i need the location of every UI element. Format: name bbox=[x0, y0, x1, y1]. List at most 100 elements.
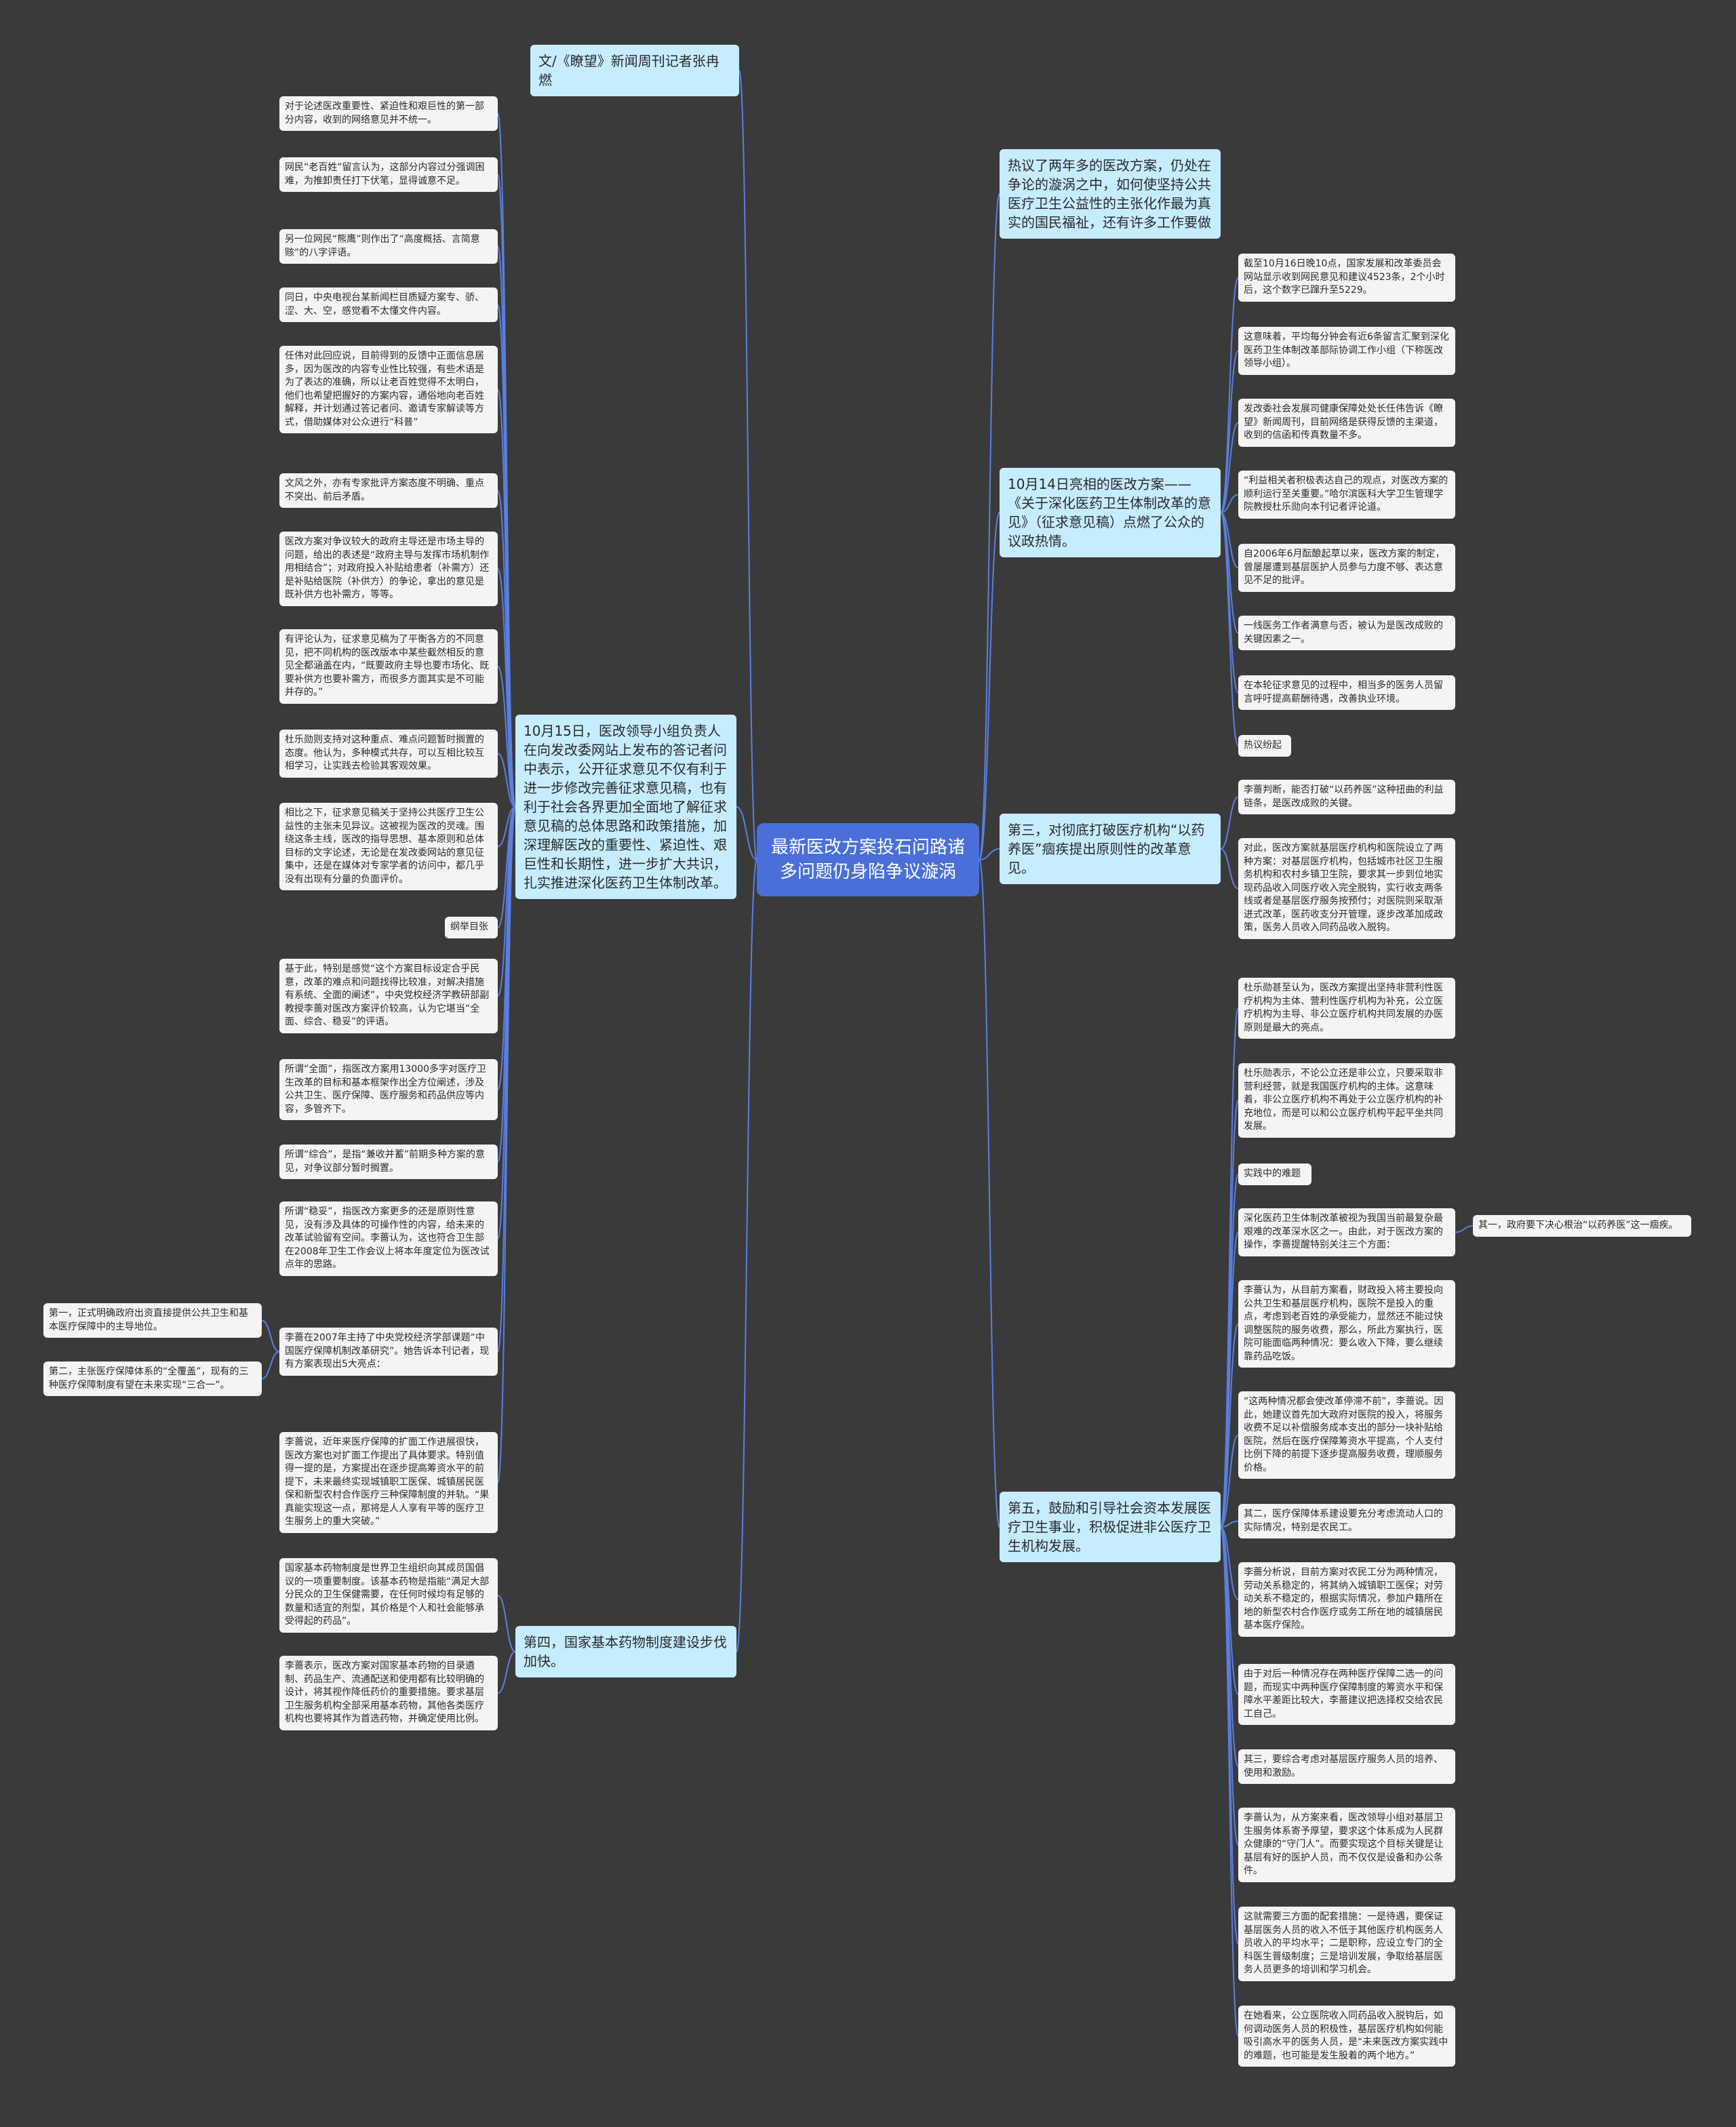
connector-line bbox=[1220, 422, 1239, 513]
connector-line bbox=[1220, 1434, 1239, 1528]
connector-line bbox=[979, 859, 1000, 1528]
connector-line bbox=[979, 512, 1000, 860]
leaf-node[interactable]: 杜乐勋甚至认为，医改方案提出坚持非营利性医疗机构为主体、营利性医疗机构为补充，公… bbox=[1238, 978, 1455, 1039]
leaf-node[interactable]: 这就需要三方面的配套措施：一是待遇，要保证基层医务人员的收入不低于其他医疗机构医… bbox=[1238, 1907, 1455, 1981]
leaf-node[interactable]: 国家基本药物制度是世界卫生组织向其成员国倡议的一项重要制度。该基本药物是指能“满… bbox=[279, 1558, 498, 1633]
leaf-text: 其三，要综合考虑对基层医疗服务人员的培养、使用和激励。 bbox=[1244, 1754, 1443, 1778]
leaf-text: 有评论认为，征求意见稿为了平衡各方的不同意见，把不同机构的医改版本中某些截然相反… bbox=[285, 634, 490, 698]
connector-line bbox=[1220, 1526, 1239, 2037]
leaf-text: 这意味着，平均每分钟会有近6条留言汇聚到深化医药卫生体制改革部际协调工作小组（下… bbox=[1244, 332, 1449, 369]
connector-line bbox=[1220, 848, 1239, 890]
leaf-text: 对此，医改方案就基层医疗机构和医院设立了两种方案：对基层医疗机构，包括城市社区卫… bbox=[1244, 843, 1443, 933]
branch-heated-debate[interactable]: 热议了两年多的医改方案，仍处在争论的漩涡之中，如何使坚持公共医疗卫生公益性的主张… bbox=[1000, 149, 1221, 239]
leaf-node[interactable]: 任伟对此回应说，目前得到的反馈中正面信息居多，因为医改的内容专业性比较强，有些术… bbox=[279, 346, 498, 433]
branch-fourth-essential-drugs[interactable]: 第四，国家基本药物制度建设步伐加快。 bbox=[515, 1626, 736, 1677]
leaf-node[interactable]: 这意味着，平均每分钟会有近6条留言汇聚到深化医药卫生体制改革部际协调工作小组（下… bbox=[1238, 327, 1455, 375]
leaf-node[interactable]: 其一，政府要下决心根治“以药养医”这一痼疾。 bbox=[1473, 1215, 1691, 1237]
branch-oct15[interactable]: 10月15日，医改领导小组负责人在向发改委网站上发布的答记者问中表示，公开征求意… bbox=[515, 715, 736, 899]
leaf-node[interactable]: 所谓“综合”，是指“兼收并蓄”前期多种方案的意见，对争议部分暂时搁置。 bbox=[279, 1145, 498, 1179]
leaf-node[interactable]: 医改方案对争议较大的政府主导还是市场主导的问题，给出的表述是“政府主导与发挥市场… bbox=[279, 532, 498, 606]
leaf-text: 热议纷起 bbox=[1244, 740, 1282, 751]
leaf-text: 另一位网民“熊鹰”则作出了“高度概括、言简意赅”的八字评语。 bbox=[285, 234, 480, 258]
leaf-text: 任伟对此回应说，目前得到的反馈中正面信息居多，因为医改的内容专业性比较强，有些术… bbox=[285, 351, 484, 428]
leaf-node[interactable]: 自2006年6月酝酿起草以来，医改方案的制定，曾屡屡遭到基层医护人员参与力度不够… bbox=[1238, 544, 1455, 592]
leaf-node[interactable]: 文风之外，亦有专家批评方案态度不明确、重点不突出、前后矛盾。 bbox=[279, 473, 498, 508]
leaf-text: 在本轮征求意见的过程中，相当多的医务人员留言呼吁提高薪酬待遇，改善执业环境。 bbox=[1244, 680, 1443, 704]
leaf-node[interactable]: 同日，中央电视台某新闻栏目质疑方案专、骄、涩、大、空，感觉看不太懂文件内容。 bbox=[279, 287, 498, 322]
leaf-node[interactable]: 网民“老百姓”留言认为，这部分内容过分强调困难，为推卸责任打下伏笔，显得诚意不足… bbox=[279, 157, 498, 192]
leaf-text: 所谓“稳妥”，指医改方案更多的还是原则性意见，没有涉及具体的可操作性的内容，给未… bbox=[285, 1206, 490, 1270]
leaf-node[interactable]: 李蔷判断，能否打破“以药养医”这种扭曲的利益链条，是医改成败的关键。 bbox=[1238, 780, 1455, 814]
leaf-node[interactable]: 第二，主张医疗保障体系的“全覆盖”，现有的三种医疗保障制度有望在未来实现“三合一… bbox=[43, 1361, 262, 1396]
leaf-node[interactable]: 李蔷认为，从目前方案看，财政投入将主要投向公共卫生和基层医疗机构，医院不是投入的… bbox=[1238, 1280, 1455, 1368]
leaf-node[interactable]: 实践中的难题 bbox=[1238, 1164, 1311, 1185]
leaf-text: 纲举目张 bbox=[450, 921, 488, 932]
leaf-node[interactable]: 基于此，特别是感觉“这个方案目标设定合乎民意，改革的难点和问题找得比较准，对解决… bbox=[279, 959, 498, 1033]
connector-line bbox=[497, 1595, 516, 1652]
leaf-text: 相比之下，征求意见稿关于坚持公共医疗卫生公益性的主张未见异议。这被视为医改的灵魂… bbox=[285, 808, 484, 885]
leaf-node[interactable]: 由于对后一种情况存在两种医疗保障二选一的问题，而现实中两种医疗保障制度的筹资水平… bbox=[1238, 1664, 1455, 1725]
connector-line bbox=[736, 806, 757, 860]
leaf-text: 截至10月16日晚10点，国家发展和改革委员会网站显示收到网民意见和建议4523… bbox=[1244, 258, 1445, 296]
leaf-node[interactable]: 第一，正式明确政府出资直接提供公共卫生和基本医疗保障中的主导地位。 bbox=[43, 1303, 262, 1338]
leaf-node[interactable]: 相比之下，征求意见稿关于坚持公共医疗卫生公益性的主张未见异议。这被视为医改的灵魂… bbox=[279, 803, 498, 890]
branch-fifth-social-capital[interactable]: 第五，鼓励和引导社会资本发展医疗卫生事业，积极促进非公医疗卫生机构发展。 bbox=[1000, 1492, 1221, 1562]
leaf-node[interactable]: 在她看来，公立医院收入同药品收入脱钩后，如何调动医务人员的积极性，基层医疗机构如… bbox=[1238, 2006, 1455, 2067]
leaf-node[interactable]: 一线医务工作者满意与否，被认为是医改成败的关键因素之一。 bbox=[1238, 616, 1455, 650]
branch-oct14[interactable]: 10月14日亮相的医改方案——《关于深化医药卫生体制改革的意见》（征求意见稿）点… bbox=[1000, 468, 1221, 557]
leaf-node[interactable]: 有评论认为，征求意见稿为了平衡各方的不同意见，把不同机构的医改版本中某些截然相反… bbox=[279, 629, 498, 704]
leaf-node[interactable]: “这两种情况都会使改革停滞不前”，李蔷说。因此，她建议首先加大政府对医院的投入，… bbox=[1238, 1391, 1455, 1479]
connector-line bbox=[1220, 1100, 1239, 1528]
connector-line bbox=[261, 1351, 280, 1380]
byline-node[interactable]: 文/《瞭望》新闻周刊记者张冉燃 bbox=[530, 45, 739, 96]
leaf-text: “利益相关者积极表达自己的观点，对医改方案的顺利运行至关重要。”哈尔滨医科大学卫… bbox=[1244, 475, 1448, 513]
leaf-node[interactable]: 李蔷说，近年来医疗保障的扩面工作进展很快，医改方案也对扩面工作提出了具体要求。特… bbox=[279, 1432, 498, 1533]
connector-line bbox=[1220, 1520, 1239, 1528]
leaf-text: 第二，主张医疗保障体系的“全覆盖”，现有的三种医疗保障制度有望在未来实现“三合一… bbox=[49, 1366, 249, 1391]
connector-line bbox=[497, 806, 516, 1484]
leaf-text: 基于此，特别是感觉“这个方案目标设定合乎民意，改革的难点和问题找得比较准，对解决… bbox=[285, 963, 490, 1027]
connector-line bbox=[736, 859, 757, 1652]
leaf-node[interactable]: 对此，医改方案就基层医疗机构和医院设立了两种方案：对基层医疗机构，包括城市社区卫… bbox=[1238, 838, 1455, 939]
leaf-text: 发改委社会发展司健康保障处处长任伟告诉《瞭望》新闻周刊，目前网络是获得反馈的主渠… bbox=[1244, 403, 1443, 441]
connector-line bbox=[497, 666, 516, 808]
leaf-text: 所谓“全面”，指医改方案用13000多字对医疗卫生改革的目标和基本框架作出全方位… bbox=[285, 1064, 487, 1115]
leaf-text: 杜乐勋表示，不论公立还是非公立，只要采取非营利经营，就是我国医疗机构的主体。这意… bbox=[1244, 1068, 1443, 1132]
leaf-text: 同日，中央电视台某新闻栏目质疑方案专、骄、涩、大、空，感觉看不太懂文件内容。 bbox=[285, 292, 484, 317]
leaf-node[interactable]: 李蔷认为，从方案来看，医改领导小组对基层卫生服务体系寄予厚望，要求这个体系成为人… bbox=[1238, 1808, 1455, 1882]
leaf-text: 一线医务工作者满意与否，被认为是医改成败的关键因素之一。 bbox=[1244, 620, 1443, 645]
leaf-node[interactable]: 杜乐勋则支持对这种重点、难点问题暂时搁置的态度。他认为，多种模式共存，可以互相比… bbox=[279, 730, 498, 778]
leaf-node[interactable]: 其二，医疗保障体系建设要充分考虑流动人口的实际情况，特别是农民工。 bbox=[1238, 1504, 1455, 1538]
leaf-text: 李蔷说，近年来医疗保障的扩面工作进展很快，医改方案也对扩面工作提出了具体要求。特… bbox=[285, 1437, 490, 1527]
leaf-node[interactable]: 杜乐勋表示，不论公立还是非公立，只要采取非营利经营，就是我国医疗机构的主体。这意… bbox=[1238, 1063, 1455, 1138]
root-topic[interactable]: 最新医改方案投石问路诸多问题仍身陷争议漩涡 bbox=[757, 823, 979, 896]
leaf-text: 在她看来，公立医院收入同药品收入脱钩后，如何调动医务人员的积极性，基层医疗机构如… bbox=[1244, 2010, 1448, 2061]
leaf-text: 网民“老百姓”留言认为，这部分内容过分强调困难，为推卸责任打下伏笔，显得诚意不足… bbox=[285, 162, 485, 186]
leaf-node[interactable]: 李蔷分析说，目前方案对农民工分为两种情况，劳动关系稳定的，将其纳入城镇职工医保；… bbox=[1238, 1562, 1455, 1637]
connector-line bbox=[1220, 796, 1239, 850]
leaf-node[interactable]: 纲举目张 bbox=[445, 917, 498, 938]
leaf-node[interactable]: 另一位网民“熊鹰”则作出了“高度概括、言简意赅”的八字评语。 bbox=[279, 229, 498, 264]
leaf-node[interactable]: 李蔷表示，医改方案对国家基本药物的目录遴制、药品生产、流通配送和使用都有比较明确… bbox=[279, 1656, 498, 1730]
leaf-node[interactable]: 其三，要综合考虑对基层医疗服务人员的培养、使用和激励。 bbox=[1238, 1749, 1455, 1784]
leaf-text: 其一，政府要下决心根治“以药养医”这一痼疾。 bbox=[1478, 1220, 1678, 1231]
connector-line bbox=[738, 70, 757, 860]
leaf-node[interactable]: 对于论述医改重要性、紧迫性和艰巨性的第一部分内容，收到的网络意见并不统一。 bbox=[279, 96, 498, 131]
leaf-node[interactable]: 在本轮征求意见的过程中，相当多的医务人员留言呼吁提高薪酬待遇，改善执业环境。 bbox=[1238, 675, 1455, 710]
connector-line bbox=[1220, 512, 1239, 569]
leaf-text: 实践中的难题 bbox=[1244, 1168, 1301, 1179]
leaf-text: 所谓“综合”，是指“兼收并蓄”前期多种方案的意见，对争议部分暂时搁置。 bbox=[285, 1149, 486, 1174]
leaf-node[interactable]: 截至10月16日晚10点，国家发展和改革委员会网站显示收到网民意见和建议4523… bbox=[1238, 254, 1455, 302]
leaf-node[interactable]: 所谓“全面”，指医改方案用13000多字对医疗卫生改革的目标和基本框架作出全方位… bbox=[279, 1059, 498, 1120]
connector-line bbox=[1455, 1225, 1474, 1233]
leaf-node[interactable]: 李蔷在2007年主持了中央党校经济学部课题“中国医疗保障机制改革研究”。她告诉本… bbox=[279, 1328, 498, 1376]
branch-third-break-drug-dependency[interactable]: 第三，对彻底打破医疗机构“以药养医”痼疾提出原则性的改革意见。 bbox=[1000, 814, 1221, 884]
leaf-node[interactable]: “利益相关者积极表达自己的观点，对医改方案的顺利运行至关重要。”哈尔滨医科大学卫… bbox=[1238, 471, 1455, 519]
leaf-text: 对于论述医改重要性、紧迫性和艰巨性的第一部分内容，收到的网络意见并不统一。 bbox=[285, 101, 484, 125]
connector-line bbox=[1220, 494, 1239, 513]
leaf-text: 第一，正式明确政府出资直接提供公共卫生和基本医疗保障中的主导地位。 bbox=[49, 1308, 248, 1332]
leaf-node[interactable]: 热议纷起 bbox=[1238, 735, 1291, 757]
leaf-node[interactable]: 所谓“稳妥”，指医改方案更多的还是原则性意见，没有涉及具体的可操作性的内容，给未… bbox=[279, 1201, 498, 1276]
leaf-node[interactable]: 发改委社会发展司健康保障处处长任伟告诉《瞭望》新闻周刊，目前网络是获得反馈的主渠… bbox=[1238, 399, 1455, 447]
leaf-node[interactable]: 深化医药卫生体制改革被视为我国当前最复杂最艰难的改革深水区之一。由此，对于医改方… bbox=[1238, 1208, 1455, 1256]
